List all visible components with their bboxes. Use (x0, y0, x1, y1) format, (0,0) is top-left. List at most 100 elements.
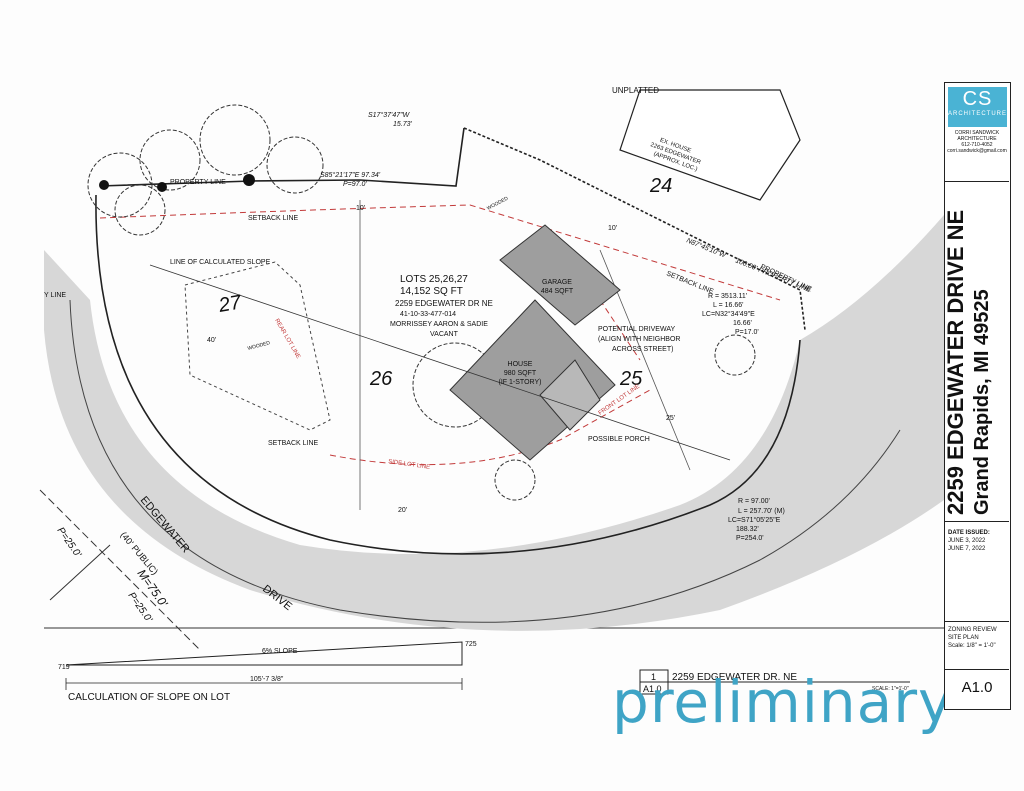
side-lot-line-label: SIDE LOT LINE (388, 459, 431, 471)
street-dim-line (49, 544, 111, 601)
curve-2-chord-length: 188.32' (736, 526, 759, 533)
dim-10-rear: 10' (356, 205, 365, 212)
date-issued-2: JUNE 7, 2022 (948, 546, 986, 552)
wooded-label: WOODED (486, 195, 510, 211)
unplatted-top: UNPLATTED (612, 86, 659, 95)
drawing-scale: SCALE: 1"=1'-0" (872, 686, 909, 692)
garage-area: 484 SQFT (541, 288, 574, 295)
street-p-dim: P=25.0' (55, 525, 84, 560)
side-property-line-right (463, 127, 806, 331)
sheet-title-1: ZONING REVIEW (948, 627, 997, 633)
date-issued-1: JUNE 3, 2022 (948, 538, 986, 544)
curve-2-chord: LC=S71°05'25"E (728, 516, 781, 524)
curve-2-length: L = 257.70' (M) (738, 508, 785, 515)
preliminary-watermark: preliminary (612, 668, 954, 736)
driveway-note: (ALIGN WITH NEIGHBOR (598, 336, 680, 343)
firm-logo: CS ARCHITECTURE (948, 87, 1007, 127)
project-city: Grand Rapids, MI 49525 (971, 289, 993, 515)
wooded-label-2: WOODED (247, 340, 271, 352)
tree-marker (99, 180, 109, 190)
slope-diagram (65, 641, 463, 666)
drawing-number: 1 (651, 672, 656, 682)
curve-1-chord-length: 16.66' (733, 320, 752, 327)
firm-info: CORRI SANDWICK ARCHITECTURE 612-710-4052… (945, 130, 1009, 154)
calculated-slope-line (149, 264, 731, 461)
date-label: DATE ISSUED: (948, 530, 990, 536)
lot-25-label: 25 (619, 368, 643, 390)
bearing-2-record: P=97.0' (343, 181, 367, 188)
title-block: CS ARCHITECTURE CORRI SANDWICK ARCHITECT… (941, 82, 1011, 710)
drawing-title: 2259 EDGEWATER DR. NE (672, 672, 797, 683)
dim-10-side: 10' (608, 225, 617, 232)
rear-lot-line-label: REAR LOT LINE (273, 318, 301, 360)
property-line-label: PROPERTY LINE (170, 179, 226, 186)
curve-1-length: L = 16.66' (713, 302, 743, 309)
edgewater-drive-road (44, 215, 944, 631)
project-title: 2259 EDGEWATER DRIVE NE (943, 209, 968, 515)
lots-title: LOTS 25,26,27 (400, 274, 468, 285)
logo-cs: CS (962, 88, 993, 110)
bearing-2: S85°21'17"E 97.34' (320, 171, 381, 179)
sheet-title-2: SITE PLAN (948, 635, 979, 641)
lot-26-label: 26 (369, 368, 393, 390)
driveway-label: POTENTIAL DRIVEWAY (598, 326, 675, 333)
bearing-3: N87°45'10"W (685, 236, 728, 260)
firm-name: CORRI SANDWICK (954, 130, 1000, 136)
sheet-number: A1.0 (961, 679, 993, 696)
logo-sub: ARCHITECTURE (948, 111, 1008, 117)
property-line-left-label: Y LINE (44, 292, 66, 299)
setback-bottom-label: SETBACK LINE (268, 440, 319, 447)
setback-right-label: SETBACK LINE (665, 270, 714, 295)
owner-name: MORRISSEY AARON & SADIE (390, 321, 488, 328)
curve-2-record: P=254.0' (736, 535, 764, 542)
firm-email: corri.sandwick@gmail.com (947, 148, 1007, 154)
lot-24-label: 24 (649, 175, 672, 197)
bearing-3-length: 100.00' PROPERTY LINE (734, 257, 812, 294)
parcel-number: 41-10-33-477-014 (400, 311, 456, 318)
elevation-high: 725 (465, 641, 477, 648)
road-centerline (69, 299, 901, 623)
wooded-area (184, 261, 331, 431)
front-property-curve (95, 194, 801, 555)
bearing-1: S17°37'47"W (368, 111, 411, 119)
front-setback-line (599, 299, 641, 361)
lots-address: 2259 EDGEWATER DR NE (395, 299, 493, 308)
garage-label: GARAGE (542, 279, 572, 286)
slope-caption: CALCULATION OF SLOPE ON LOT (68, 692, 230, 703)
bearing-1-length: 15.73' (393, 121, 413, 128)
existing-house (619, 89, 801, 201)
slope-percent: 6% SLOPE (262, 648, 298, 655)
side-setback-line (329, 389, 651, 466)
dim-25: 25' (666, 415, 675, 422)
street-dim-line (39, 489, 201, 651)
slope-length: 105'-7 3/8" (250, 676, 284, 683)
house-note: (IF 1-STORY) (499, 379, 542, 386)
calc-slope-label: LINE OF CALCULATED SLOPE (170, 259, 271, 266)
setback-top-label: SETBACK LINE (248, 215, 299, 222)
porch-footprint (539, 359, 601, 431)
firm-phone: 612-710-4052 (961, 142, 993, 148)
project-title-block: 2259 EDGEWATER DRIVE NE Grand Rapids, MI… (941, 185, 1011, 515)
curve-1-record: P=17.0' (735, 329, 759, 336)
lots-area: 14,152 SQ FT (400, 286, 463, 297)
drawing-sheet: A1.0 (643, 684, 662, 694)
driveway-note-2: ACROSS STREET) (612, 346, 673, 353)
curve-1-radius: R = 3513.11' (708, 293, 747, 300)
dim-20: 20' (398, 507, 407, 514)
curve-1-chord: LC=N32°34'49"E (702, 310, 755, 318)
house-area: 980 SQFT (504, 370, 537, 377)
site-plan: UNPLATTED EX. HOUSE 2263 EDGEWATER (APPR… (39, 86, 944, 703)
lot-status: VACANT (430, 331, 459, 338)
house-label: HOUSE (508, 361, 533, 368)
rear-property-line (99, 127, 465, 187)
garage-footprint (499, 224, 621, 326)
elevation-low: 719 (58, 664, 70, 671)
dim-40: 40' (207, 337, 216, 344)
tree-marker (157, 182, 167, 192)
sheet-scale: Scale: 1/8" = 1'-0" (948, 643, 996, 649)
firm-sub: ARCHITECTURE (957, 136, 997, 142)
setback-line (99, 204, 781, 301)
curve-2-radius: R = 97.00' (738, 498, 770, 505)
porch-label: POSSIBLE PORCH (588, 436, 650, 443)
